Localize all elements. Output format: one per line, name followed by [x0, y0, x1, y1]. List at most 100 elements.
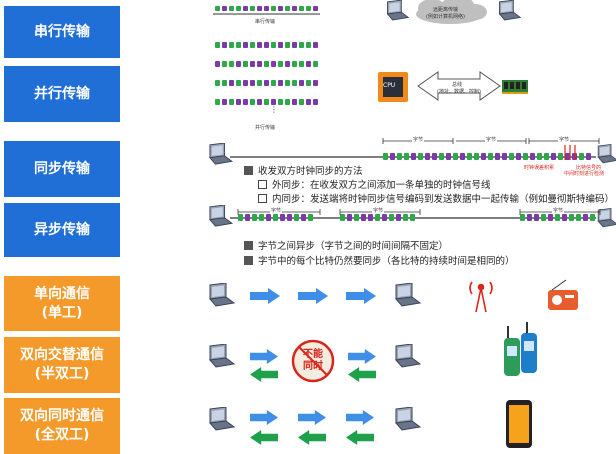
bit: [278, 99, 283, 105]
bit: [590, 214, 595, 221]
bit: [558, 153, 563, 160]
bit: [257, 42, 262, 48]
laptop-icon: [499, 0, 521, 21]
laptop-icon: [597, 143, 616, 164]
bit: [481, 153, 486, 160]
laptop-icon: [209, 205, 233, 227]
bit: [544, 153, 549, 160]
bit: [396, 214, 401, 221]
laptop-icon: [209, 407, 235, 431]
laptop-icon: [395, 407, 421, 431]
bit: [397, 153, 402, 160]
bit: [222, 42, 227, 48]
bit: [215, 42, 220, 48]
label-serial: 串行传输: [4, 6, 120, 58]
bit: [278, 61, 283, 67]
arrow-right-icon: [250, 349, 278, 364]
laptop-icon: [597, 207, 616, 228]
bit: [425, 153, 430, 160]
bit: [259, 214, 264, 221]
cloud-label-2: (例如计算机网络): [426, 14, 465, 20]
bit: [252, 214, 257, 221]
async-byte-label-1: 字节: [270, 207, 283, 214]
bit: [222, 61, 227, 67]
bit: [313, 99, 318, 105]
bit: [222, 99, 227, 105]
bit: [301, 214, 306, 221]
bit: [555, 214, 560, 221]
bit: [411, 153, 416, 160]
bit: [264, 80, 269, 86]
broadcast-tower-icon: [469, 281, 493, 313]
sync-internal: 内同步：发送端将时钟同步信号编码到发送数据中一起传输（例如曼彻斯特编码）: [258, 191, 614, 205]
arrow-left-icon: [348, 367, 376, 382]
smartphone-icon: [506, 400, 532, 448]
arrow-left-icon: [250, 430, 278, 445]
bit: [285, 99, 290, 105]
bit: [292, 61, 297, 67]
bit: [278, 80, 283, 86]
bit: [418, 153, 423, 160]
arrow-left-icon: [346, 430, 374, 445]
bit: [502, 153, 507, 160]
bit: [238, 214, 243, 221]
bit: [527, 214, 532, 221]
bit: [562, 214, 567, 221]
clock-error-note: 时钟误差积累: [524, 165, 555, 171]
async-note-1: 字节之间异步（字节之间的时间间隔不固定）: [244, 238, 448, 252]
bit: [299, 80, 304, 86]
cpu-label: CPU: [383, 82, 396, 89]
bit: [243, 99, 248, 105]
bit: [257, 6, 262, 11]
bit: [215, 61, 220, 67]
cpu-icon: [378, 72, 408, 102]
bit: [271, 61, 276, 67]
bit: [245, 214, 250, 221]
bit: [264, 6, 269, 11]
async-byte-label-3: 字节: [552, 207, 565, 214]
bit: [516, 153, 521, 160]
bit: [278, 42, 283, 48]
label-async: 异步传输: [4, 203, 120, 257]
bit: [306, 61, 311, 67]
sync-byte-label-3: 字节: [558, 136, 571, 143]
bit: [292, 99, 297, 105]
parallel-caption: 并行传输: [255, 125, 276, 131]
bit: [250, 61, 255, 67]
arrow-left-icon: [298, 430, 326, 445]
bit: [292, 80, 297, 86]
async-byte-label-2: 字节: [372, 207, 385, 214]
bit: [403, 214, 408, 221]
bit: [236, 6, 241, 11]
async-bit-stream: [238, 214, 595, 221]
bit: [273, 214, 278, 221]
bit: [306, 99, 311, 105]
bit: [453, 153, 458, 160]
bit: [576, 214, 581, 221]
bit: [264, 61, 269, 67]
bit: [266, 214, 271, 221]
bit: [243, 6, 248, 11]
bit: [292, 42, 297, 48]
arrow-right-icon: [298, 410, 326, 425]
bit: [271, 80, 276, 86]
bit: [250, 99, 255, 105]
arrow-right-icon: [346, 410, 374, 425]
walkie-talkie-icon: [504, 322, 537, 376]
radio-icon: [548, 279, 578, 310]
label-full-duplex: 双向同时通信 (全双工): [4, 398, 120, 454]
bit: [229, 42, 234, 48]
bit: [299, 6, 304, 11]
bit: [534, 214, 539, 221]
memory-icon: [502, 80, 528, 94]
sync-bit-stream: [383, 153, 591, 160]
laptop-icon: [209, 283, 235, 307]
laptop-icon: [395, 283, 421, 307]
stamp-text: 不能 同时: [303, 349, 323, 372]
bus-label-1: 总线: [452, 82, 463, 88]
bit: [313, 6, 318, 11]
laptop-icon: [395, 344, 421, 368]
bit: [229, 6, 234, 11]
bit: [520, 214, 525, 221]
bit: [264, 99, 269, 105]
